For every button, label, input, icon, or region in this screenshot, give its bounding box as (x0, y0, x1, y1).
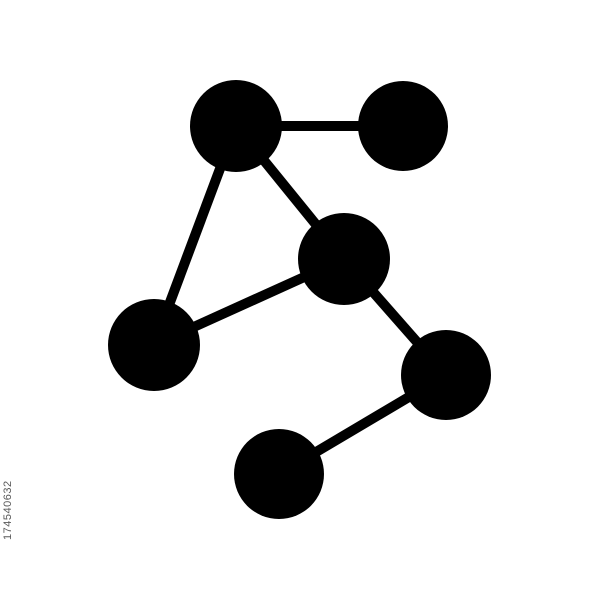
connection-lines (149, 121, 450, 479)
node-top-right (358, 81, 448, 171)
node-bottom (234, 429, 324, 519)
node-top-left (190, 80, 282, 172)
atom-nodes (108, 80, 491, 519)
node-center (298, 213, 390, 305)
node-right (401, 330, 491, 420)
node-left (108, 299, 200, 391)
